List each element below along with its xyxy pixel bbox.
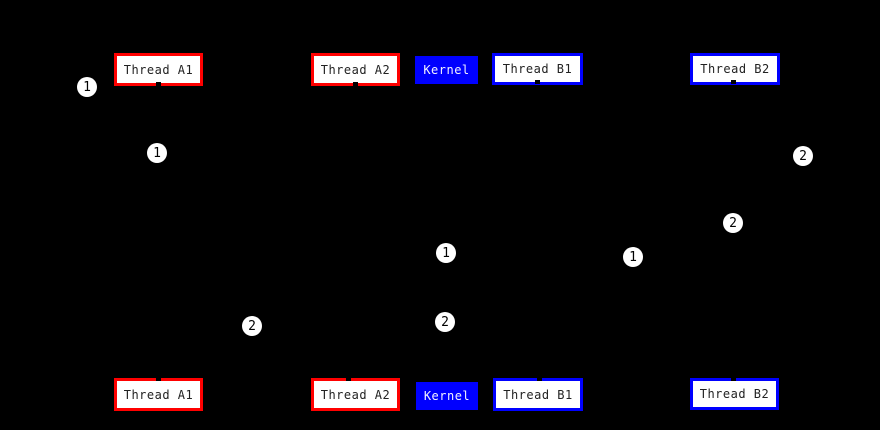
node-thread-a1-bottom: Thread A1 — [114, 378, 203, 411]
node-thread-b1-top: Thread B1 — [492, 53, 583, 85]
edge-stub — [156, 82, 161, 86]
node-thread-b1-bottom: Thread B1 — [493, 378, 583, 411]
step-badge: 1 — [147, 143, 167, 163]
step-badge: 2 — [435, 312, 455, 332]
edge-stub — [346, 377, 351, 381]
step-badge: 2 — [723, 213, 743, 233]
node-thread-a2-bottom: Thread A2 — [311, 378, 400, 411]
step-badge: 1 — [436, 243, 456, 263]
node-thread-a1-top: Thread A1 — [114, 53, 203, 86]
node-kernel-bottom: Kernel — [416, 382, 478, 410]
edge-stub — [353, 82, 358, 86]
node-thread-b2-bottom: Thread B2 — [690, 378, 779, 410]
step-badge: 1 — [623, 247, 643, 267]
step-badge: 2 — [793, 146, 813, 166]
edge-stub — [535, 80, 540, 84]
step-badge: 1 — [77, 77, 97, 97]
edge-stub — [731, 377, 736, 381]
edge-stub — [537, 377, 542, 381]
node-kernel-top: Kernel — [415, 56, 478, 84]
edge-stub — [156, 377, 161, 381]
step-badge: 2 — [242, 316, 262, 336]
edge-stub — [731, 80, 736, 84]
